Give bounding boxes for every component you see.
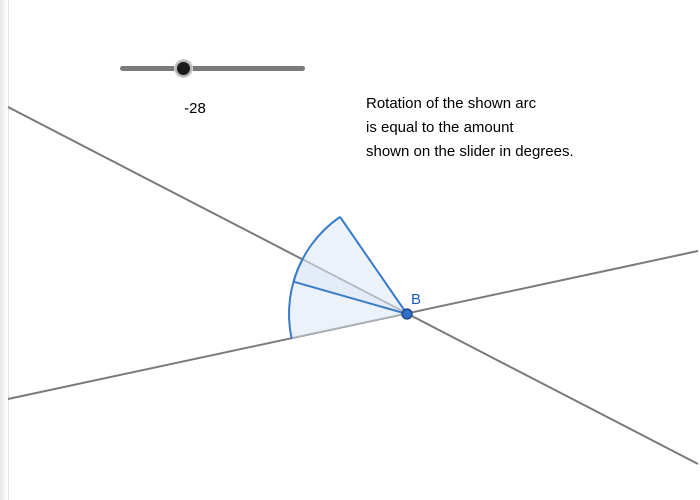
point-b-label: B — [411, 291, 421, 308]
instruction-line-3: shown on the slider in degrees. — [366, 143, 574, 160]
panel-edge — [0, 0, 9, 500]
point-b[interactable] — [401, 308, 413, 320]
instruction-line-2: is equal to the amount — [366, 119, 514, 136]
slider-value-label: -28 — [184, 100, 206, 117]
arc-ray-lower — [293, 280, 408, 315]
original-arc — [288, 259, 304, 339]
instruction-text: Rotation of the shown arc is equal to th… — [366, 92, 666, 164]
arc-ray-upper — [339, 216, 408, 315]
slider-knob[interactable] — [175, 60, 193, 77]
instruction-line-1: Rotation of the shown arc — [366, 95, 537, 112]
slider-track[interactable] — [120, 66, 305, 71]
angle-slider[interactable] — [120, 58, 305, 80]
